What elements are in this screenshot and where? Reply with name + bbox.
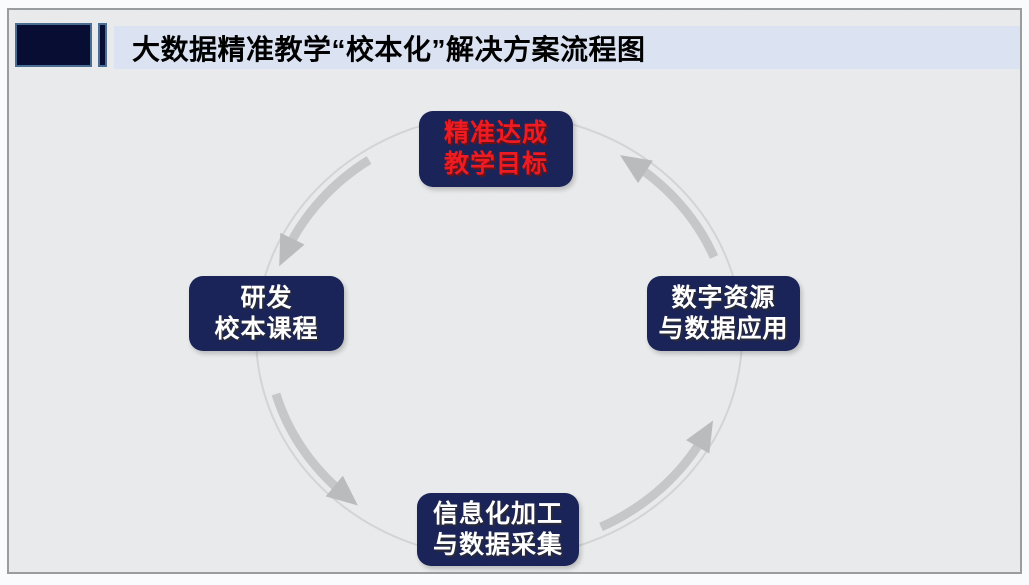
title-decoration-bar <box>98 23 107 67</box>
cycle-diagram <box>255 113 743 559</box>
cycle-arrow-top-to-left <box>279 156 372 267</box>
cycle-node-curriculum-development: 研发 校本课程 <box>189 276 344 351</box>
node-label-line: 研发 <box>240 283 293 312</box>
slide: 大数据精准教学“校本化”解决方案流程图 精准达成 教学目标 数字资源 <box>7 8 1022 574</box>
slide-title: 大数据精准教学“校本化”解决方案流程图 <box>132 33 646 65</box>
cycle-node-precise-teaching-goals: 精准达成 教学目标 <box>419 111 573 187</box>
title-bar: 大数据精准教学“校本化”解决方案流程图 <box>114 26 1020 69</box>
node-label-line: 信息化加工 <box>432 499 563 528</box>
node-label-line: 精准达成 <box>443 119 548 147</box>
cycle-arrow-bottom-to-right <box>599 420 714 532</box>
cycle-arrow-right-to-top <box>619 155 719 259</box>
node-label-line: 教学目标 <box>443 150 548 178</box>
cycle-node-info-processing: 信息化加工 与数据采集 <box>417 493 579 566</box>
node-label-line: 校本课程 <box>214 314 319 343</box>
cycle-node-digital-resources: 数字资源 与数据应用 <box>647 276 800 351</box>
node-label-line: 数字资源 <box>671 283 776 312</box>
title-decoration-block <box>15 23 92 67</box>
node-label-line: 与数据应用 <box>658 314 789 343</box>
node-label-line: 与数据采集 <box>432 530 563 559</box>
